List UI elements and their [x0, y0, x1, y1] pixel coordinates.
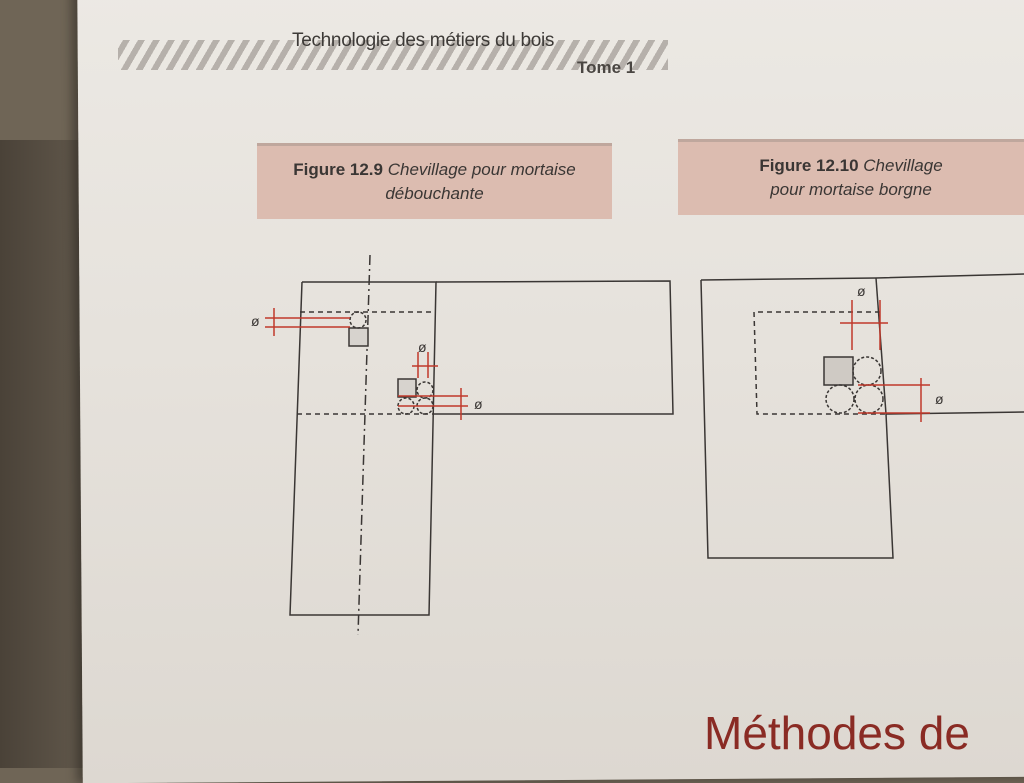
figure-number: Figure 12.9 — [293, 160, 383, 179]
vertical-member-outline — [289, 281, 437, 616]
center-axis-line — [357, 254, 371, 636]
figure-caption-line2: pour mortaise borgne — [770, 180, 932, 199]
diameter-label: ø — [857, 283, 866, 299]
peg-square — [823, 356, 854, 386]
peg-square — [397, 378, 417, 398]
figure-12-10-dimensions — [840, 300, 930, 422]
diameter-label: ø — [251, 313, 260, 329]
figure-12-10-caption: Figure 12.10 Chevillage pour mortaise bo… — [678, 139, 1024, 215]
peg-circle — [854, 384, 884, 414]
peg-circle — [852, 356, 882, 386]
peg-square — [348, 327, 369, 347]
diameter-label: ø — [935, 391, 944, 407]
figure-caption-line1: Chevillage pour mortaise — [387, 160, 576, 179]
header-stripes — [118, 40, 668, 70]
figure-12-9-drawing — [289, 254, 674, 636]
figure-12-9-caption: Figure 12.9 Chevillage pour mortaise déb… — [257, 143, 612, 219]
peg-circle — [349, 311, 367, 329]
diameter-label: ø — [418, 339, 427, 355]
horizontal-member-outline — [700, 273, 1024, 281]
vertical-member-outline — [700, 279, 894, 559]
hidden-line — [753, 311, 886, 415]
figure-caption-line2: débouchante — [385, 184, 484, 203]
diameter-label: ø — [474, 396, 483, 412]
peg-circle — [825, 384, 855, 414]
running-header-tome: Tome 1 — [577, 58, 636, 77]
member-joint-line — [875, 277, 887, 415]
figure-12-9-dimensions — [265, 308, 468, 420]
figure-number: Figure 12.10 — [759, 156, 859, 175]
running-header-title: Technologie des métiers du bois — [292, 30, 555, 51]
section-heading: Méthodes de — [704, 707, 970, 759]
figure-12-10-drawing — [700, 273, 1024, 559]
figure-caption-line1: Chevillage — [863, 156, 943, 175]
horizontal-member-outline — [435, 280, 674, 415]
